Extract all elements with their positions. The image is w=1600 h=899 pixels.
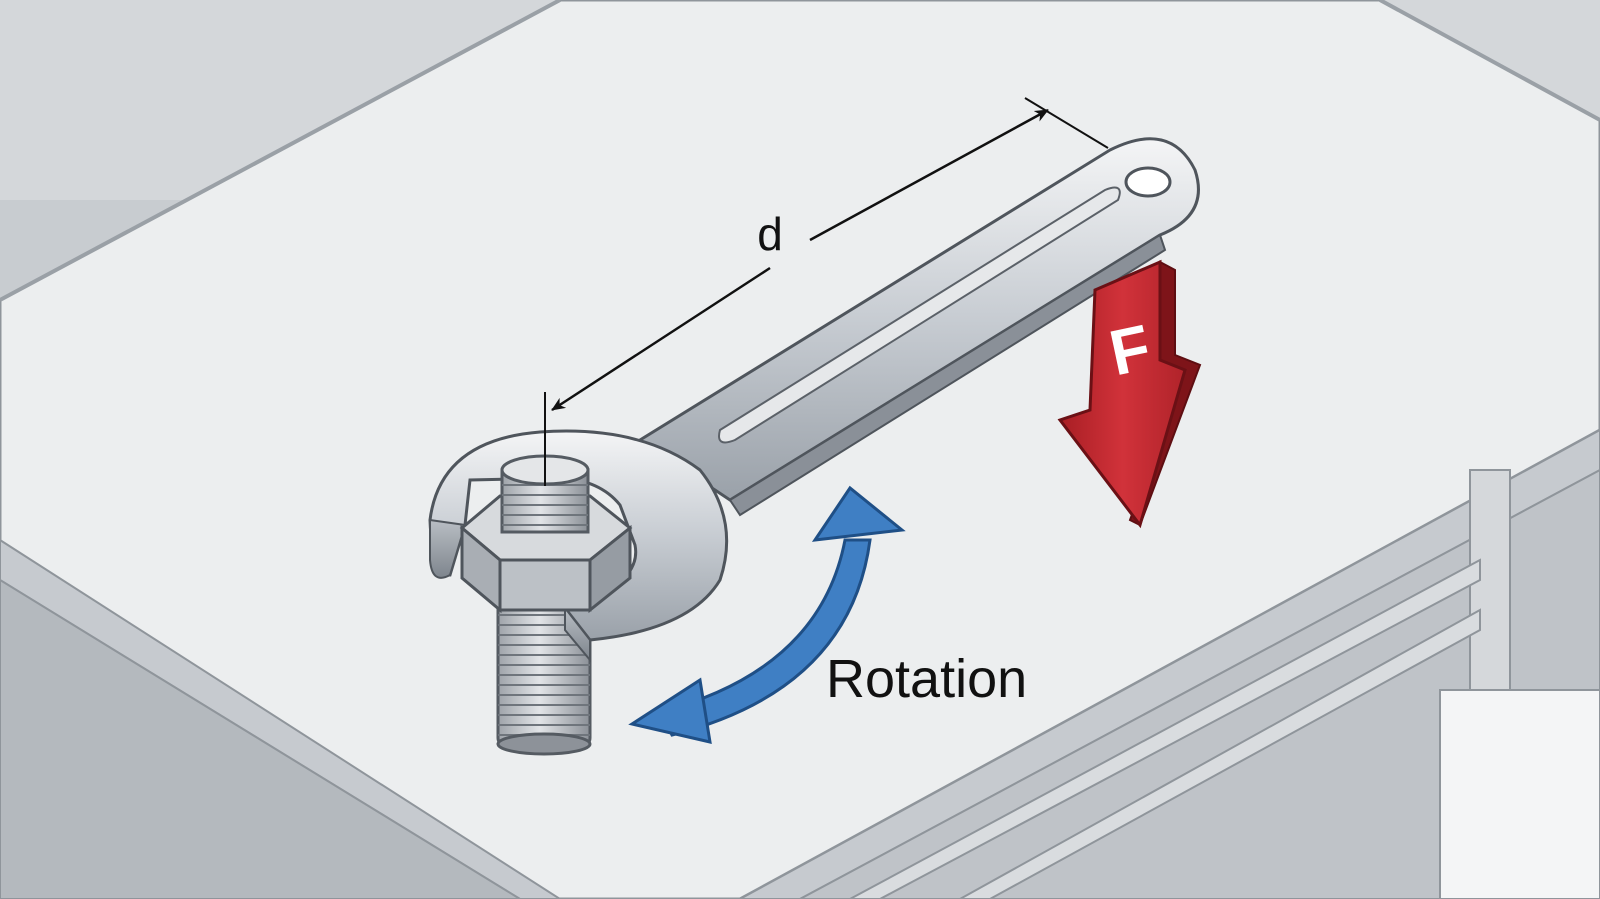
table-side-left: [0, 578, 522, 899]
wrench-hole: [1124, 166, 1172, 198]
table-edge-right: [739, 428, 1600, 899]
distance-label: d: [757, 208, 783, 260]
table-back-edge: [0, 0, 561, 302]
table-edge-left: [0, 538, 562, 899]
nut-front-right: [588, 524, 632, 614]
rotation-label: Rotation: [826, 649, 1027, 709]
rotation-head-bottom: [628, 677, 712, 744]
drawer-rail-1: [849, 558, 1481, 899]
table-side-right: [799, 468, 1600, 899]
wrench-handle-side: [728, 233, 1167, 517]
force-arrow-body: [1057, 259, 1187, 529]
rotation-head-top: [811, 485, 906, 542]
wrench-slot: [718, 186, 1121, 444]
distance-arrow-to-axis: [551, 266, 771, 412]
force-arrow: F: [1057, 259, 1202, 529]
drawer-rail-2: [957, 608, 1481, 899]
distance-arrow-to-end: [809, 108, 1049, 242]
wrench: [428, 137, 1200, 663]
end-marker-line: [1024, 97, 1109, 149]
bolt: [496, 598, 592, 756]
distance-dimension: d: [544, 97, 1109, 486]
under-table-opening: [1439, 689, 1600, 899]
rotation-arrow: Rotation: [628, 485, 1027, 744]
nut-front-mid: [498, 558, 592, 612]
bolt-end: [496, 732, 592, 756]
bolt-stud: [500, 454, 590, 534]
wrench-jaw-lower: [564, 605, 591, 663]
bolt-stud-threads: [502, 478, 588, 532]
wrench-head-side: [429, 518, 467, 579]
table-right-edge: [1379, 0, 1600, 122]
